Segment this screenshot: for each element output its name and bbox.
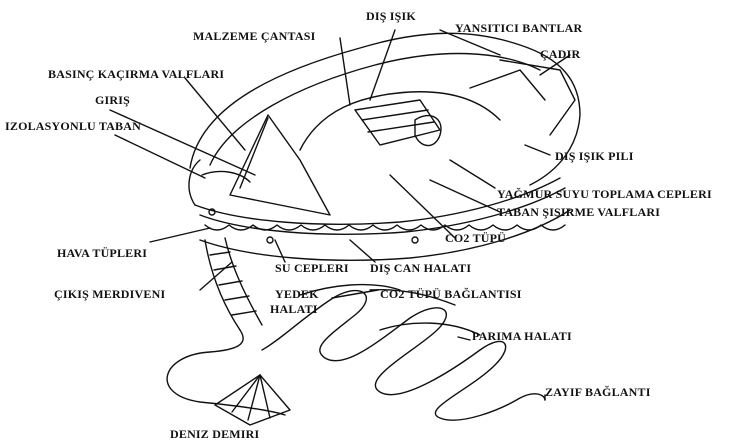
sea-anchor: [215, 375, 290, 425]
label-parima-halati: PARIMA HALATI: [472, 330, 572, 343]
leader-cikis: [200, 262, 232, 290]
leader-parima: [458, 337, 470, 340]
label-yedek-line1: YEDEK: [275, 288, 319, 301]
leader-yagmur: [450, 160, 495, 188]
label-basinc-kacirma-valflari: BASINÇ KAÇIRMA VALFLARI: [48, 68, 224, 81]
label-taban-sisirme-valflari: TABAN ŞIŞIRME VALFLARI: [497, 206, 660, 219]
label-dis-isik: DIŞ IŞIK: [366, 10, 416, 23]
label-malzeme-cantasi: MALZEME ÇANTASI: [193, 30, 315, 43]
label-izolasyonlu-taban: IZOLASYONLU TABAN: [5, 120, 141, 133]
scalloped-pockets: [205, 225, 565, 230]
label-hava-tupleri: HAVA TÜPLERI: [57, 247, 147, 260]
label-yagmur-suyu-toplama-cepleri: YAĞMUR SUYU TOPLAMA CEPLERI: [497, 188, 712, 201]
leader-su-cepleri: [275, 240, 285, 262]
leader-can-halati: [350, 240, 375, 262]
label-cadir: ÇADIR: [540, 48, 580, 61]
canopy-inner-edge: [210, 54, 540, 165]
label-cikis-merdiveni: ÇIKIŞ MERDIVENI: [54, 288, 165, 301]
leader-dis-isik-pili: [525, 145, 550, 155]
entrance-flap: [230, 115, 330, 215]
label-co2-tupu: CO2 TÜPÜ: [445, 232, 506, 245]
label-giris: GIRIŞ: [95, 94, 130, 107]
spare-line-rope: [167, 330, 285, 415]
label-dis-isik-pili: DIŞ IŞIK PILI: [555, 150, 634, 163]
label-zayif-baglanti: ZAYIF BAĞLANTI: [545, 386, 651, 399]
label-co2-tupu-baglantisi: CO2 TÜPÜ BAĞLANTISI: [380, 288, 522, 301]
leader-malzeme: [340, 38, 350, 105]
label-su-cepleri: SU CEPLERI: [275, 262, 349, 275]
label-yansitici-bantlar: YANSITICI BANTLAR: [455, 22, 582, 35]
label-yedek-line2: HALATI: [270, 303, 318, 316]
tent-panel: [300, 92, 500, 150]
label-dis-can-halati: DIŞ CAN HALATI: [370, 262, 471, 275]
leader-basinc: [185, 78, 245, 150]
leader-izolasyon: [115, 135, 205, 178]
leader-co2: [390, 175, 455, 238]
label-deniz-demiri: DENIZ DEMIRI: [170, 428, 259, 441]
